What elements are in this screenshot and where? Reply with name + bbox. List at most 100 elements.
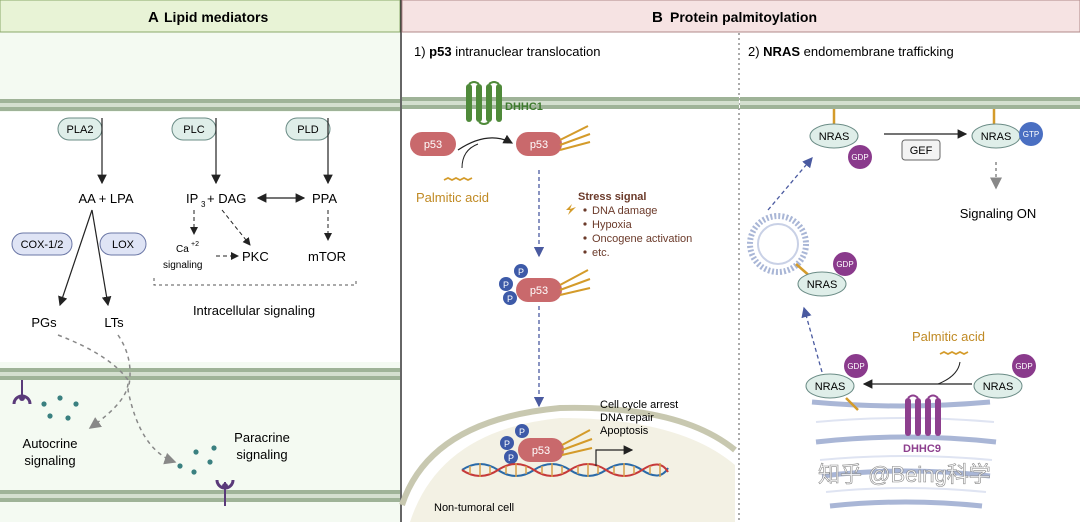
dag-label: + DAG (207, 191, 246, 206)
p53-label-3: p53 (530, 285, 548, 297)
palmitic-acid-icon-1 (443, 176, 473, 182)
panel-b-title: Protein palmitoylation (670, 9, 817, 25)
nucleus-region (410, 418, 735, 522)
panel-a: A Lipid mediators PLA2 PLC PLD AA + LPA … (0, 0, 401, 522)
aa-lpa-label: AA + LPA (78, 191, 133, 206)
membrane-top-a (0, 99, 400, 103)
palmitoylation-arrow (457, 134, 514, 151)
dhhc9-label: DHHC9 (903, 443, 941, 455)
ca-superscript: +2 (191, 241, 199, 248)
section2-title: 2) NRAS endomembrane trafficking (748, 44, 954, 59)
ca-label: Ca (176, 244, 189, 255)
phospho-icon (515, 424, 529, 438)
ip3-subscript: 3 (201, 200, 206, 209)
pgs-label: PGs (31, 315, 57, 330)
svg-text:P: P (508, 453, 514, 463)
lox-label: LOX (112, 239, 135, 251)
gdp-icon (844, 354, 868, 378)
paracrine-label-2: signaling (236, 447, 287, 462)
paracrine-path (117, 334, 177, 465)
nras-label-3: NRAS (807, 279, 838, 291)
p53-label-2: p53 (530, 139, 548, 151)
enzyme-pld-label: PLD (297, 124, 318, 136)
pkc-label: PKC (242, 249, 269, 264)
panel-b-letter: B (652, 9, 663, 26)
enzyme-plc-label: PLC (183, 124, 204, 136)
stress-item-2: Hypoxia (592, 219, 633, 231)
gdp-icon (1012, 354, 1036, 378)
ligand-dots (41, 395, 217, 475)
svg-text:GTP: GTP (1023, 130, 1039, 139)
panel-a-header (0, 0, 401, 33)
autocrine-label-2: signaling (24, 453, 75, 468)
svg-text:GDP: GDP (836, 260, 853, 269)
enzyme-pld (285, 117, 331, 141)
autocrine-path (57, 334, 129, 429)
palmitic-acid-label-2: Palmitic acid (912, 329, 985, 344)
ca-signaling-label: signaling (163, 260, 202, 271)
paracrine-label-1: Paracrine (234, 430, 290, 445)
panel-a-title: Lipid mediators (164, 9, 268, 25)
stress-item-1: DNA damage (592, 205, 657, 217)
lts-label: LTs (104, 315, 124, 330)
p53-unmodified (410, 132, 456, 156)
ip3-label: IP (186, 191, 198, 206)
cox-label: COX-1/2 (21, 239, 64, 251)
phospho-icon (503, 291, 517, 305)
p53-label-1: p53 (424, 139, 442, 151)
svg-text:P: P (519, 427, 525, 437)
arrow-to-lts (91, 209, 112, 307)
nuclear-envelope (399, 404, 737, 506)
arrow-dag-pkc (221, 209, 251, 246)
nras-golgi-2 (973, 373, 1023, 399)
nras-vesicle (797, 271, 847, 297)
dhhc1-label: DHHC1 (505, 101, 543, 113)
panel-b-header (401, 0, 1080, 33)
intracellular-bracket (153, 278, 357, 286)
stress-item-4: etc. (592, 247, 610, 259)
lightning-icon (566, 204, 576, 215)
dna-icon (461, 463, 669, 477)
gdp-icon (848, 145, 872, 169)
palmitate-chain-1 (559, 125, 591, 151)
gdp-icon (833, 252, 857, 276)
nras-label-2: NRAS (981, 131, 1012, 143)
svg-text:P: P (503, 280, 509, 290)
svg-text:P: P (507, 294, 513, 304)
phospho-icon (499, 277, 513, 291)
palmitic-acid-icon-2 (939, 350, 969, 356)
nras-membrane-gdp (809, 123, 859, 149)
ppa-label: PPA (312, 191, 337, 206)
membrane-b2 (740, 97, 1080, 101)
nras-label-5: NRAS (983, 381, 1014, 393)
cox-pill (11, 232, 73, 256)
p53-phosphorylated (516, 278, 562, 302)
p53-label-4: p53 (532, 445, 550, 457)
outcome-2: DNA repair (600, 412, 654, 424)
nras-label-1: NRAS (819, 131, 850, 143)
svg-text:GDP: GDP (1015, 362, 1032, 371)
nras-golgi-1 (805, 373, 855, 399)
svg-text:P: P (518, 267, 524, 277)
enzyme-pla2-label: PLA2 (67, 124, 94, 136)
signaling-on-label: Signaling ON (960, 206, 1037, 221)
dhhc9-icon (905, 398, 941, 436)
mtor-label: mTOR (308, 249, 346, 264)
gef-box (901, 139, 941, 161)
phospho-icon (500, 436, 514, 450)
outcome-1: Cell cycle arrest (600, 399, 678, 411)
dhhc1-icon (466, 84, 502, 122)
nontumoral-label: Non-tumoral cell (434, 502, 514, 514)
membrane-b1 (402, 97, 739, 101)
transcription-arrow (595, 445, 634, 466)
svg-text:GDP: GDP (851, 153, 868, 162)
lox-pill (99, 232, 147, 256)
watermark: 知乎 @Being科学 (818, 462, 991, 487)
panel-a-letter: A (148, 9, 159, 26)
svg-text:GDP: GDP (847, 362, 864, 371)
autocrine-label-1: Autocrine (23, 436, 78, 451)
membrane-mid-a (0, 368, 400, 372)
p53-nuclear (518, 438, 564, 462)
outcome-3: Apoptosis (600, 425, 649, 437)
